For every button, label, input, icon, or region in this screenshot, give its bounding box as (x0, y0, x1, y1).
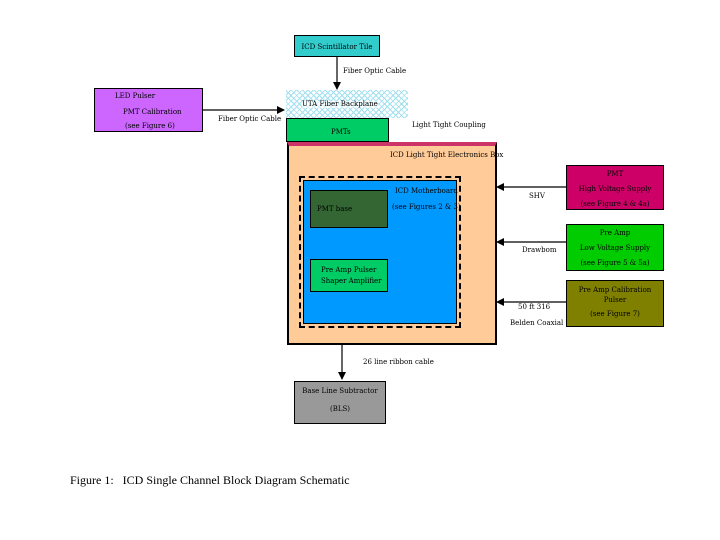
led-pulser-subtitle: PMT Calibration (123, 108, 182, 116)
preamp-lv-title: Pre Amp (599, 229, 631, 237)
pmts-box: PMTs (286, 118, 389, 142)
pmt-hv-ref: (see Figure 4 & 4a) (580, 200, 650, 208)
led-pulser-box: LED Pulser PMT Calibration (see Figure 6… (94, 88, 203, 132)
ribbon-cable-label: 26 line ribbon cable (363, 358, 434, 366)
uta-backplane-label: UTA Fiber Backplane (302, 100, 378, 108)
uta-fiber-backplane: UTA Fiber Backplane (286, 90, 408, 118)
led-pulser-title: LED Pulser (115, 92, 156, 100)
preamp-lv-supply-box: Pre Amp Low Voltage Supply (see Figure 5… (566, 224, 664, 271)
preamp-cal-title: Pre Amp Calibration (578, 286, 652, 294)
bls-title: Base Line Subtractor (302, 387, 378, 395)
shv-label: SHV (529, 192, 545, 200)
preamp-shaper-box: Pre Amp Pulser Shaper Amplifier (310, 259, 388, 292)
preamp-lv-subtitle: Low Voltage Supply (579, 244, 651, 252)
pmts-label: PMTs (331, 128, 351, 136)
bls-box: Base Line Subtractor (BLS) (294, 381, 386, 424)
motherboard-ref: (see Figures 2 & 3) (392, 203, 461, 211)
scintillator-label: ICD Scintillator Tile (301, 43, 373, 51)
drawbom-label: Drawbom (522, 246, 557, 254)
pmt-hv-supply-box: PMT High Voltage Supply (see Figure 4 & … (566, 165, 664, 210)
pmt-hv-subtitle: High Voltage Supply (578, 185, 652, 193)
preamp-cal-subtitle: Pulser (603, 296, 627, 304)
led-pulser-ref: (see Figure 6) (125, 122, 175, 130)
motherboard-outline (299, 176, 461, 328)
pmt-base-box: PMT base (310, 190, 388, 228)
preamp-cal-ref: (see Figure 7) (590, 310, 640, 318)
preamp-shaper-line2: Shaper Amplifier (321, 277, 382, 285)
light-tight-coupling-label: Light Tight Coupling (412, 121, 486, 129)
figure-caption: Figure 1: ICD Single Channel Block Diagr… (70, 473, 350, 487)
preamp-lv-ref: (see Figure 5 & 5a) (580, 259, 650, 267)
bls-subtitle: (BLS) (329, 405, 351, 413)
preamp-shaper-line1: Pre Amp Pulser (321, 266, 377, 274)
electronics-box-label: ICD Light Tight Electronics Box (390, 151, 504, 159)
scintillator-tile-box: ICD Scintillator Tile (294, 35, 380, 57)
coax-line2: Belden Coaxial (510, 319, 564, 327)
pmt-hv-title: PMT (606, 170, 624, 178)
fiber-cable-left-label: Fiber Optic Cable (218, 115, 282, 123)
pmt-base-label: PMT base (317, 205, 353, 213)
fiber-cable-top-label: Fiber Optic Cable (343, 67, 407, 75)
preamp-cal-pulser-box: Pre Amp Calibration Pulser (see Figure 7… (566, 280, 664, 327)
coax-line1: 50 ft 316 (518, 303, 551, 311)
motherboard-title: ICD Motherboard (395, 187, 458, 195)
